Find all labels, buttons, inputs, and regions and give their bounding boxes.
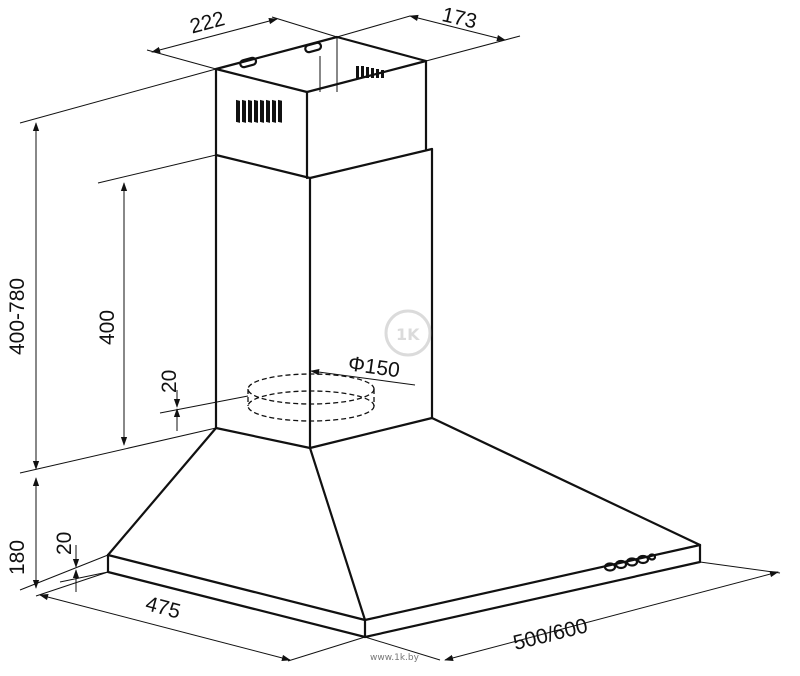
- chimney-lower-height-label: 400: [96, 310, 119, 345]
- total-height-label: 400-780: [6, 278, 29, 355]
- dimension-lines: [19, 14, 781, 662]
- hood-rim: [106, 543, 702, 639]
- vent-grille-back: [356, 66, 384, 78]
- vent-grille-front: [236, 99, 282, 123]
- hood-front-edge: [308, 446, 367, 622]
- watermark-logo-text: 1K: [396, 325, 420, 344]
- duct-offset-label: 20: [158, 370, 181, 393]
- hood-body: [106, 416, 702, 639]
- lower-chimney: [214, 147, 434, 450]
- hood-height-label: 180: [6, 540, 29, 575]
- chimney-depth-label: 173: [440, 3, 479, 33]
- watermark-site: www.1k.by: [370, 653, 420, 663]
- mounting-slots: [239, 41, 323, 69]
- rim-height-label: 20: [53, 532, 76, 555]
- control-buttons: [603, 553, 657, 572]
- duct-diameter-label: Φ150: [347, 352, 401, 382]
- hood-right-edge: [430, 416, 702, 547]
- watermark-logo: 1K: [384, 309, 432, 357]
- hood-left-edge: [106, 426, 218, 557]
- hood-width-label: 500/600: [511, 614, 590, 655]
- hood-depth-label: 475: [143, 592, 183, 623]
